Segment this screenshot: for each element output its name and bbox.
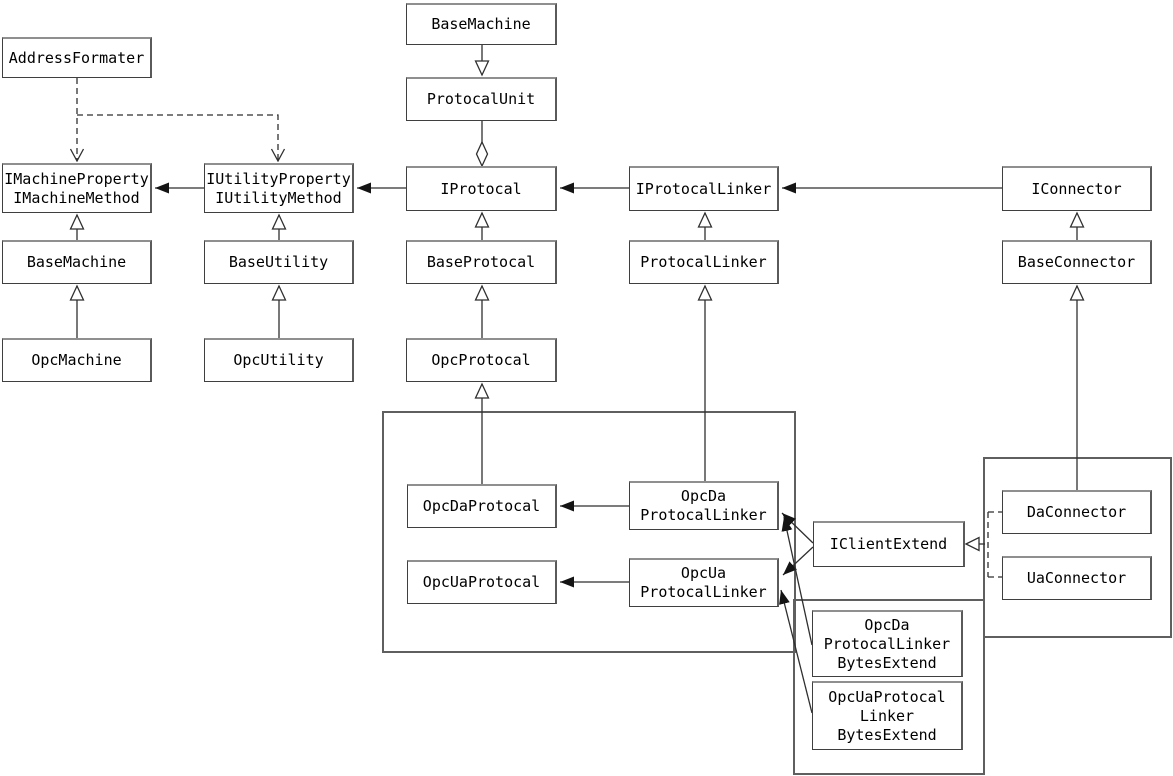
association-edges <box>155 182 1002 714</box>
class-box-iconnector: IConnector <box>1002 166 1152 211</box>
class-box-baseconnector: BaseConnector <box>1002 240 1152 284</box>
realization-triangle <box>964 536 980 552</box>
class-box-protocallinker: ProtocalLinker <box>629 240 779 284</box>
class-box-imachineproperty: IMachineProperty IMachineMethod <box>2 163 152 213</box>
class-box-opcprotocal: OpcProtocal <box>406 338 557 382</box>
class-box-opcuaprotocallinkerbytesextend: OpcUaProtocal Linker BytesExtend <box>812 681 963 750</box>
class-box-iutilityproperty: IUtilityProperty IUtilityMethod <box>204 163 354 213</box>
aggregation-diamond <box>475 140 489 168</box>
class-box-opcuaprotocal: OpcUaProtocal <box>407 560 557 604</box>
dependency-edges <box>77 78 278 161</box>
class-box-basemachine-top: BaseMachine <box>406 3 557 45</box>
realization-edges <box>964 511 1002 578</box>
class-box-opcuaprotocallinker: OpcUa ProtocalLinker <box>629 558 779 607</box>
class-box-daconnector: DaConnector <box>1002 490 1152 534</box>
container-opc-protocol-group <box>382 411 796 653</box>
class-box-uaconnector: UaConnector <box>1002 556 1152 600</box>
edge-iclientextend-opcuaprotocallinker <box>782 546 814 576</box>
class-box-opcmachine: OpcMachine <box>2 338 152 382</box>
class-box-baseprotocal: BaseProtocal <box>406 240 557 284</box>
edge-addressformater-iutilityproperty <box>77 114 278 161</box>
class-box-opcdaprotocallinker: OpcDa ProtocalLinker <box>629 481 779 530</box>
class-box-opcutility: OpcUtility <box>204 338 354 382</box>
class-box-baseutility: BaseUtility <box>204 240 354 284</box>
generalization-edges <box>77 45 1077 490</box>
class-box-iprotocal: IProtocal <box>406 166 557 211</box>
class-box-protocalunit: ProtocalUnit <box>406 77 557 121</box>
class-box-opcdaprotocal: OpcDaProtocal <box>407 484 557 528</box>
class-box-basemachine: BaseMachine <box>2 240 152 284</box>
class-box-iclientextend: IClientExtend <box>813 521 965 567</box>
edge-opcuabytesextend-opcuaprotocallinker <box>779 589 813 714</box>
class-box-opcdaprotocallinkerbytesextend: OpcDa ProtocalLinker BytesExtend <box>812 610 963 677</box>
edge-opcdabytesextend-opcdaprotocallinker <box>781 516 813 646</box>
aggregation-edge-protocalunit-iprotocal <box>475 121 489 168</box>
class-box-iprotocallinker: IProtocalLinker <box>629 166 779 211</box>
container-bytesextend-group <box>793 599 985 775</box>
class-box-addressformater: AddressFormater <box>2 37 152 78</box>
